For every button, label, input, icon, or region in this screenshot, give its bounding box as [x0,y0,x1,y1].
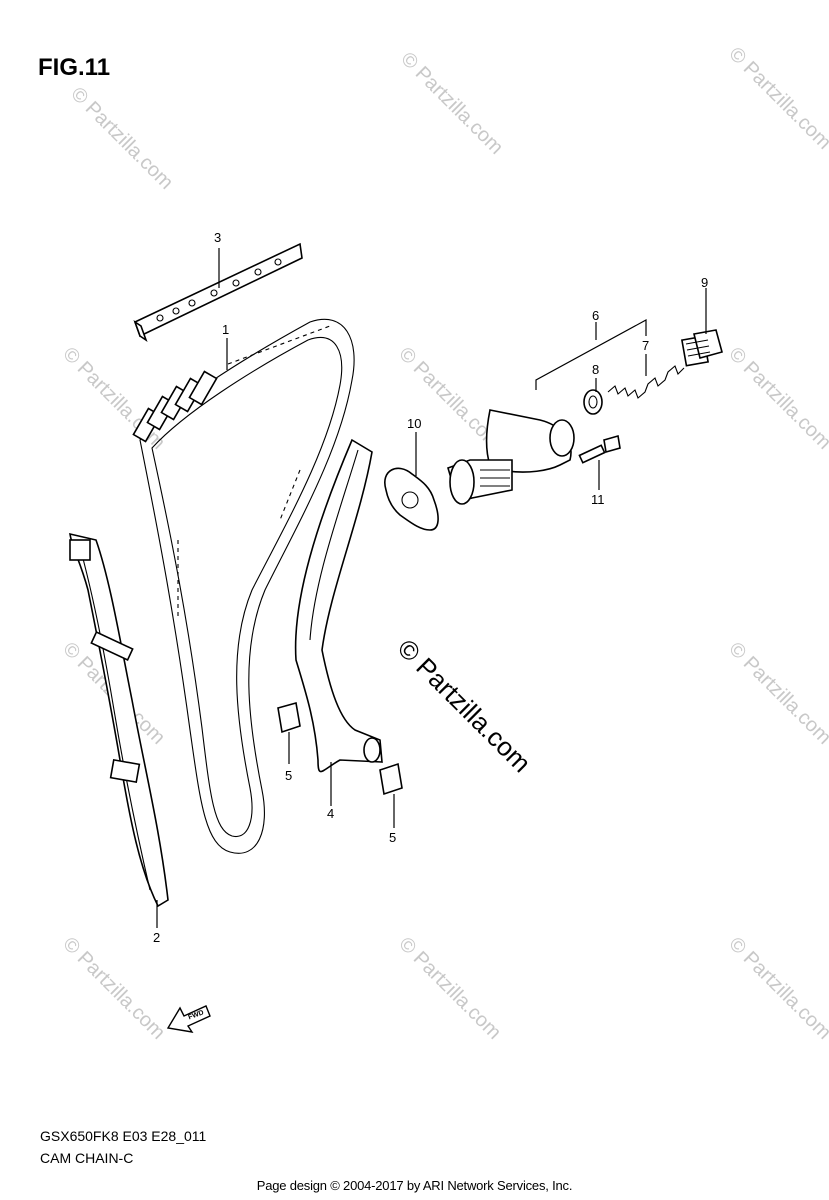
watermark-main: © Partzilla.com [392,633,537,778]
watermark-tile: © Partzilla.com [724,933,829,1044]
spring [607,365,685,399]
watermark-tile: © Partzilla.com [724,638,829,749]
callout-11: 11 [591,492,605,507]
chain-links [132,370,218,443]
damper-pieces [277,701,403,796]
watermark-tile: © Partzilla.com [58,343,169,454]
cam-chain [132,318,355,854]
watermark-tile: © Partzilla.com [724,343,829,454]
callout-lines [156,248,707,928]
callout-5: 5 [285,768,292,783]
tensioner-gasket [384,467,439,531]
page-footer: Page design © 2004-2017 by ARI Network S… [256,1178,573,1193]
watermark-tile: © Partzilla.com [66,83,177,194]
callout-8: 8 [592,362,599,377]
parts-diagram: © Partzilla.com © Partzilla.com © Partzi… [58,43,829,1044]
figure-title: FIG.11 [38,54,111,81]
watermark-tile: © Partzilla.com [396,48,507,159]
rear-chain-guide [69,532,169,908]
watermark-tile: © Partzilla.com [724,43,829,154]
callout-5: 5 [389,830,396,845]
callout-6: 6 [592,308,599,323]
callout-2: 2 [153,930,160,945]
watermark-tile: © Partzilla.com [394,933,505,1044]
tensioner-body [447,409,575,505]
tensioner-arm [294,438,383,773]
washer [583,389,603,415]
tensioner-cap-bolt [680,329,723,367]
forward-direction-arrow: FWD [166,1005,211,1033]
callout-7: 7 [642,338,649,353]
callout-10: 10 [407,416,421,431]
callout-1: 1 [222,322,229,337]
small-bolt [578,434,621,464]
figure-name: CAM CHAIN-C [40,1150,134,1166]
figure-code: GSX650FK8 E03 E28_011 [40,1128,207,1144]
chain-guide-plate [133,242,303,343]
callout-9: 9 [701,275,708,290]
callout-4: 4 [327,806,334,821]
watermark-tile: © Partzilla.com [58,933,169,1044]
callout-3: 3 [214,230,221,245]
watermark-tiles: © Partzilla.com © Partzilla.com © Partzi… [58,43,829,1044]
